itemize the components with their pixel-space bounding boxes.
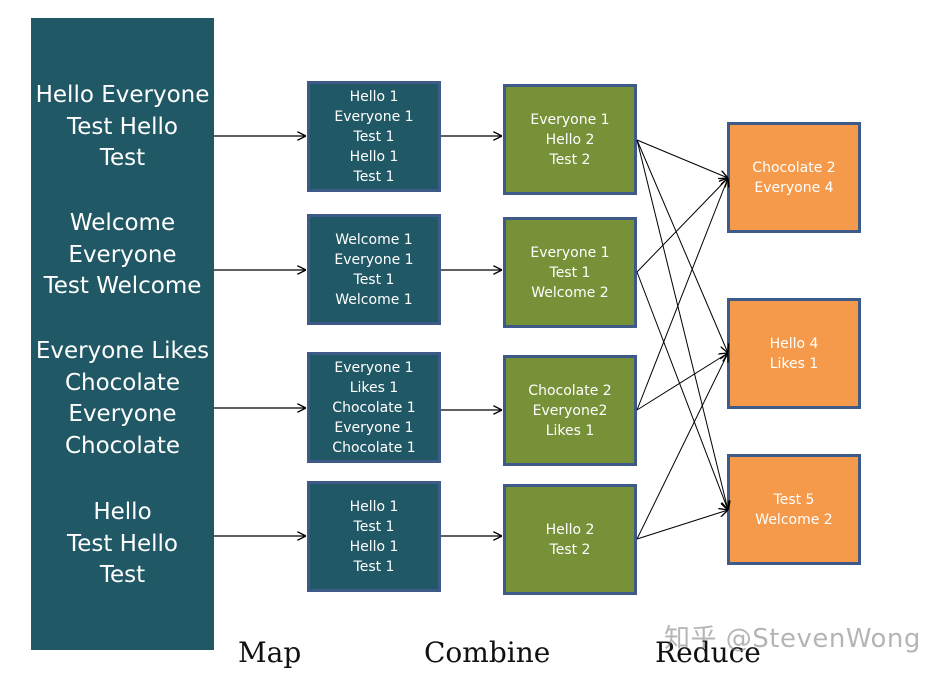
input-text-2: Welcome Everyone Test Welcome	[43, 210, 202, 299]
arrow-combine4-reduce3	[636, 510, 728, 540]
arrow-combine3-reduce2	[636, 353, 728, 411]
map-box-3: Everyone 1 Likes 1 Chocolate 1 Everyone …	[307, 352, 441, 463]
stage-label-map: Map	[238, 636, 302, 669]
map-box-2: Welcome 1 Everyone 1 Test 1 Welcome 1	[307, 214, 441, 325]
arrow-combine1-reduce1	[636, 139, 728, 178]
arrow-combine4-reduce2	[636, 353, 728, 540]
input-text-4: Hello Test Hello Test	[67, 499, 178, 588]
arrow-combine1-reduce2	[636, 139, 728, 353]
map-box-4: Hello 1 Test 1 Hello 1 Test 1	[307, 481, 441, 592]
combine-box-4: Hello 2 Test 2	[503, 484, 637, 595]
combine-box-3: Chocolate 2 Everyone2 Likes 1	[503, 355, 637, 466]
combine-box-2: Everyone 1 Test 1 Welcome 2	[503, 217, 637, 328]
reduce-box-3: Test 5 Welcome 2	[727, 454, 861, 565]
arrow-combine2-reduce3	[636, 271, 728, 510]
combine-box-1: Everyone 1 Hello 2 Test 2	[503, 84, 637, 195]
reduce-box-1: Chocolate 2 Everyone 4	[727, 122, 861, 233]
watermark: 知乎 @StevenWong	[664, 624, 921, 654]
input-text-1: Hello Everyone Test Hello Test	[35, 82, 210, 171]
map-box-1: Hello 1 Everyone 1 Test 1 Hello 1 Test 1	[307, 81, 441, 192]
input-text-3: Everyone Likes Chocolate Everyone Chocol…	[35, 338, 210, 459]
stage-label-reduce: Reduce	[655, 636, 761, 669]
arrow-combine2-reduce1	[636, 178, 728, 273]
arrow-combine3-reduce1	[636, 178, 728, 411]
input-panel: Hello Everyone Test Hello Test Welcome E…	[31, 18, 214, 650]
arrow-combine1-reduce3	[636, 139, 728, 510]
stage-label-combine: Combine	[424, 636, 551, 669]
reduce-box-2: Hello 4 Likes 1	[727, 298, 861, 409]
